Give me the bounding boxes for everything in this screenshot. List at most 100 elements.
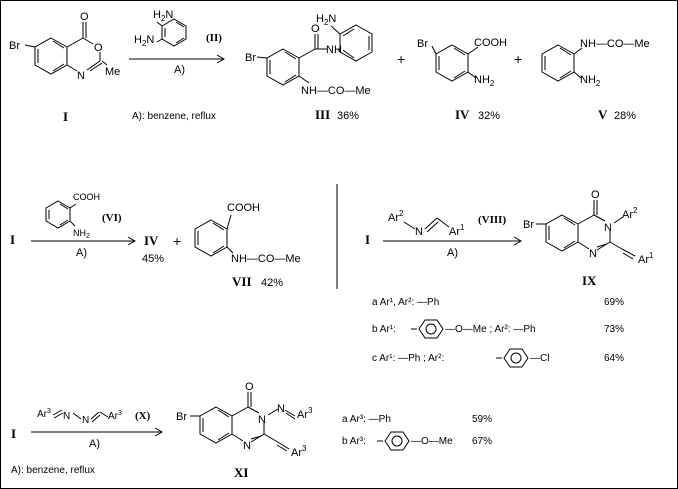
compound-XI-o: O bbox=[245, 381, 254, 393]
ix-variant-a-yield: 69% bbox=[604, 297, 624, 308]
ix-variant-c-pre: c Ar¹: —Ph ; Ar²: bbox=[372, 353, 444, 364]
reagent-X-ar3-left: Ar3 bbox=[37, 408, 51, 420]
reaction-arrow-1-head bbox=[216, 54, 226, 64]
compound-III-nh: NH bbox=[326, 44, 342, 56]
ix-variant-a-text: a Ar¹, Ar²: —Ph bbox=[372, 297, 439, 308]
reaction-arrow-2-head bbox=[127, 236, 137, 246]
compound-XI-n1: N bbox=[243, 440, 251, 452]
compound-V-structure bbox=[541, 44, 583, 82]
compound-I-structure bbox=[24, 22, 108, 75]
reagent-VIII-structure bbox=[403, 217, 450, 233]
compound-IV-label-2: IV bbox=[144, 233, 159, 248]
compound-III-h2n: H2N bbox=[316, 13, 336, 27]
reagent-II-nh2-bottom: H2N bbox=[134, 34, 154, 48]
compound-IX-o: O bbox=[591, 189, 600, 201]
reagent-X-ar3-right: Ar3 bbox=[108, 410, 122, 422]
ix-variant-c-yield: 64% bbox=[604, 353, 624, 364]
reagent-II-structure bbox=[156, 18, 187, 47]
compound-XI-ar3-top: Ar3 bbox=[297, 406, 313, 421]
compound-III-label: III bbox=[315, 107, 330, 122]
compound-V-nh2: NH2 bbox=[580, 74, 601, 88]
xi-variant-b-post: —O—Me bbox=[411, 436, 453, 447]
xi-variant-b-yield: 67% bbox=[472, 436, 492, 447]
reagent-VIII-n: N bbox=[415, 226, 423, 238]
compound-IV-yield-second: 45% bbox=[142, 253, 164, 265]
compound-I-o-ring: O bbox=[94, 42, 103, 54]
reagent-X-label: (X) bbox=[135, 410, 151, 422]
reagent-X-n2: N bbox=[82, 415, 89, 426]
compound-XI-label: XI bbox=[234, 465, 248, 480]
compound-IX-ar1: Ar1 bbox=[638, 251, 654, 266]
compound-I-label: I bbox=[63, 109, 68, 124]
reaction-arrow-3-head bbox=[513, 236, 523, 246]
ix-variant-b-pre: b Ar¹: bbox=[372, 324, 396, 335]
compound-IX-n3: N bbox=[604, 222, 612, 234]
compound-VII-cooh: COOH bbox=[227, 202, 260, 214]
compound-III-nhcome: NH—CO—Me bbox=[301, 85, 371, 97]
reagent-X-structure bbox=[52, 409, 109, 423]
compound-I-label-4: I bbox=[11, 426, 16, 441]
reagent-VI-structure bbox=[45, 200, 77, 229]
ix-variant-b-phenyl-ring bbox=[411, 319, 444, 339]
reaction-arrow-4-head bbox=[154, 427, 164, 437]
xi-variant-b-pre: b Ar³: bbox=[342, 436, 366, 447]
xi-variant-b-phenyl-ring bbox=[377, 431, 410, 451]
plus-sign-3: + bbox=[173, 233, 181, 249]
ix-variant-c-post: —Cl bbox=[530, 353, 549, 364]
compound-IX-label: IX bbox=[582, 273, 597, 288]
xi-variant-a-text: a Ar³: —Ph bbox=[342, 414, 391, 425]
compound-IV-label: IV bbox=[455, 107, 470, 122]
compound-III-o: O bbox=[311, 23, 320, 35]
compound-IV-structure bbox=[431, 44, 479, 82]
compound-IX-structure bbox=[536, 200, 636, 260]
compound-IV-nh2: NH2 bbox=[474, 74, 495, 88]
compound-VII-label: VII bbox=[232, 274, 252, 289]
compound-III-yield: 36% bbox=[337, 110, 359, 122]
compound-I-n: N bbox=[77, 70, 85, 82]
plus-sign-1: + bbox=[397, 51, 405, 67]
compound-IV-cooh: COOH bbox=[474, 37, 507, 49]
reagent-X-n1: N bbox=[63, 411, 70, 422]
compound-V-yield: 28% bbox=[614, 110, 636, 122]
compound-XI-n3: N bbox=[258, 414, 266, 426]
compound-VII-nhcome: NH—CO—Me bbox=[231, 253, 301, 265]
reagent-VI-label: (VI) bbox=[102, 212, 122, 224]
compound-IV-br: Br bbox=[417, 38, 428, 50]
compound-IX-ar2: Ar2 bbox=[622, 206, 638, 221]
compound-IV-yield-first: 32% bbox=[478, 110, 500, 122]
compound-III-structure bbox=[256, 24, 373, 86]
plus-sign-2: + bbox=[514, 51, 522, 67]
compound-I-label-3: I bbox=[365, 232, 370, 247]
compound-I-o-carbonyl: O bbox=[80, 11, 89, 23]
arrow-4-condition: A) bbox=[89, 438, 100, 450]
compound-XI-ar3-bottom: Ar3 bbox=[291, 444, 307, 459]
ix-variant-b-post: —O—Me ; Ar²: —Ph bbox=[445, 324, 536, 335]
compound-IX-n1: N bbox=[589, 248, 597, 260]
ix-variant-c-phenyl-ring bbox=[496, 348, 529, 368]
arrow-2-condition: A) bbox=[76, 247, 87, 259]
compound-V-nhcome: NH—CO—Me bbox=[580, 38, 650, 50]
arrow-1-condition: A) bbox=[174, 64, 185, 76]
reagent-VIII-label: (VIII) bbox=[478, 214, 506, 226]
condition-a-definition-top: A): benzene, reflux bbox=[132, 111, 216, 122]
reagent-VI-cooh: COOH bbox=[73, 192, 100, 202]
compound-XI-structure bbox=[190, 392, 296, 452]
compound-VII-structure bbox=[194, 214, 234, 257]
compound-XI-br: Br bbox=[176, 411, 187, 423]
xi-variant-a-yield: 59% bbox=[472, 414, 492, 425]
compound-I-br: Br bbox=[9, 40, 20, 52]
reagent-II-nh2-top: H2N bbox=[153, 9, 173, 23]
compound-I-label-2: I bbox=[10, 232, 15, 247]
compound-XI-n-imine: N bbox=[277, 403, 285, 415]
arrow-3-condition: A) bbox=[447, 247, 458, 259]
condition-a-definition-bottom: A): benzene, reflux bbox=[11, 465, 95, 476]
compound-I-me: Me bbox=[105, 66, 120, 78]
reagent-VIII-ar1: Ar1 bbox=[449, 223, 465, 238]
compound-IX-br: Br bbox=[523, 219, 534, 231]
reagent-VIII-ar2: Ar2 bbox=[388, 209, 404, 224]
reagent-II-label: (II) bbox=[206, 32, 222, 44]
ix-variant-b-yield: 73% bbox=[604, 324, 624, 335]
compound-VII-yield: 42% bbox=[261, 277, 283, 289]
